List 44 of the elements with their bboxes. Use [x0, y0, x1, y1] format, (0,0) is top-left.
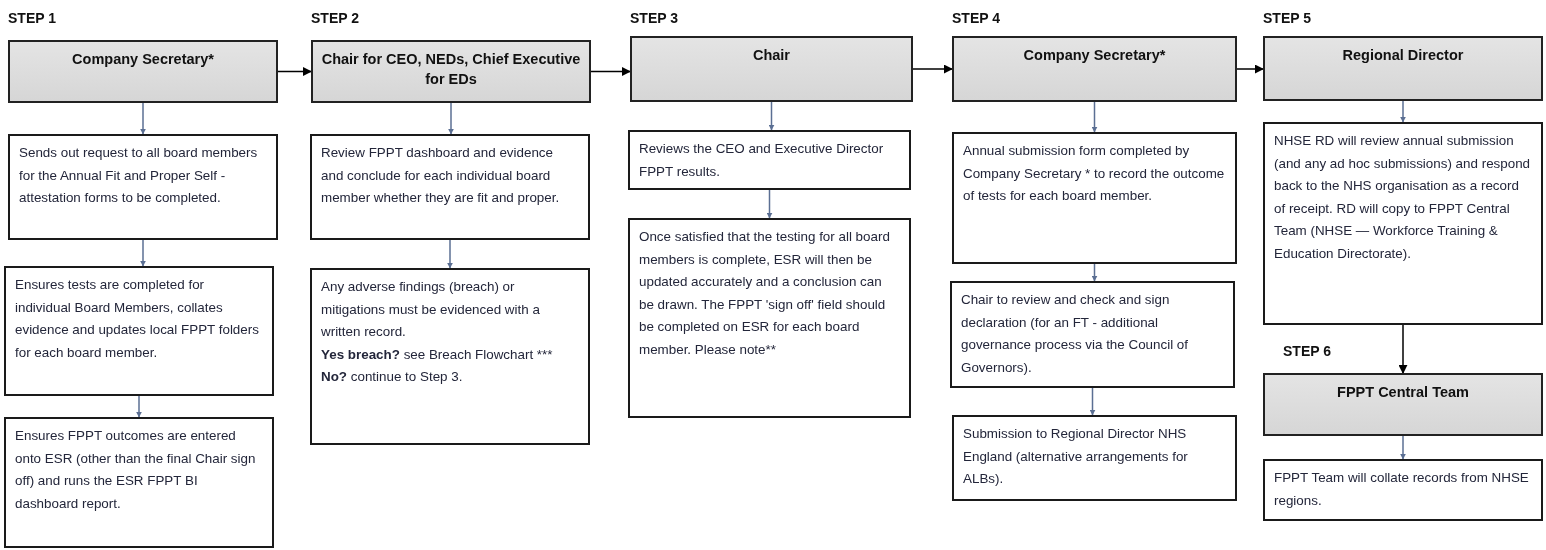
- role-title: Company Secretary*: [1022, 46, 1167, 65]
- step-label: STEP 4: [952, 10, 1000, 26]
- process-box: Ensures FPPT outcomes are entered onto ESR (other than the final Chair sign off) and runs the ESR FPPT BI dashboard report.: [4, 417, 274, 548]
- step-label: STEP 5: [1263, 10, 1311, 26]
- role-title: Chair: [751, 46, 792, 65]
- arrow: [768, 101, 775, 131]
- arrow: [140, 102, 146, 135]
- arrow: [140, 239, 146, 267]
- process-box: [310, 268, 590, 445]
- arrow: [1089, 387, 1096, 416]
- process-box: Reviews the CEO and Executive Director FPPT results.: [628, 130, 911, 190]
- process-box: FPPT Team will collate records from NHSE regions.: [1263, 459, 1543, 521]
- role-title: Company Secretary*: [71, 50, 215, 69]
- step-label: STEP 1: [8, 10, 56, 26]
- arrow: [1398, 324, 1408, 374]
- step-label: STEP 3: [630, 10, 678, 26]
- role-title: FPPT Central Team: [1336, 383, 1470, 402]
- role-title: Chair for CEO, NEDs, Chief Executive for EDs: [320, 50, 582, 89]
- arrow: [912, 64, 953, 74]
- process-box: NHSE RD will review annual submission (and any ad hoc submissions) and respond back to the NHS organisation as a record of receipt. RD will copy to FPPT Central Team (NHSE — Workforce Training & Education Directorate).: [1263, 122, 1543, 325]
- arrow: [1400, 100, 1406, 123]
- process-box: Submission to Regional Director NHS England (alternative arrangements for ALBs).: [952, 415, 1237, 501]
- arrow: [590, 67, 631, 76]
- process-box: Annual submission form completed by Company Secretary * to record the outcome of tests for each board member.: [952, 132, 1237, 264]
- arrow: [1091, 263, 1098, 282]
- role-title: Regional Director: [1341, 46, 1465, 65]
- process-box: Chair to review and check and sign declaration (for an FT - additional governance process via the Council of Governors).: [950, 281, 1235, 388]
- description-text: No? continue to Step 3.: [321, 368, 464, 386]
- arrow: [766, 189, 773, 219]
- step-label: STEP 6: [1283, 343, 1331, 359]
- process-box: Sends out request to all board members for the Annual Fit and Proper Self -attestation forms to be completed.: [8, 134, 278, 240]
- description-text: Yes breach? see Breach Flowchart ***: [321, 345, 554, 364]
- process-box: Review FPPT dashboard and evidence and conclude for each individual board member whether they are fit and proper.: [310, 134, 590, 240]
- arrow: [1091, 101, 1098, 133]
- arrow: [1400, 435, 1406, 460]
- arrow: [447, 239, 453, 269]
- arrow: [136, 395, 142, 418]
- step-label: STEP 2: [311, 10, 359, 26]
- arrow: [448, 102, 454, 135]
- arrow: [1236, 64, 1264, 74]
- description-text: Any adverse findings (breach) or mitigations must be evidenced with a written record.: [321, 278, 541, 341]
- process-box: Once satisfied that the testing for all board members is complete, ESR will then be updated accurately and a conclusion can be drawn. The FPPT 'sign off' field should be completed on ESR for each board member. Please note**: [628, 218, 911, 418]
- process-box: Ensures tests are completed for individual Board Members, collates evidence and updates local FPPT folders for each board member.: [4, 266, 274, 396]
- arrow: [277, 67, 312, 76]
